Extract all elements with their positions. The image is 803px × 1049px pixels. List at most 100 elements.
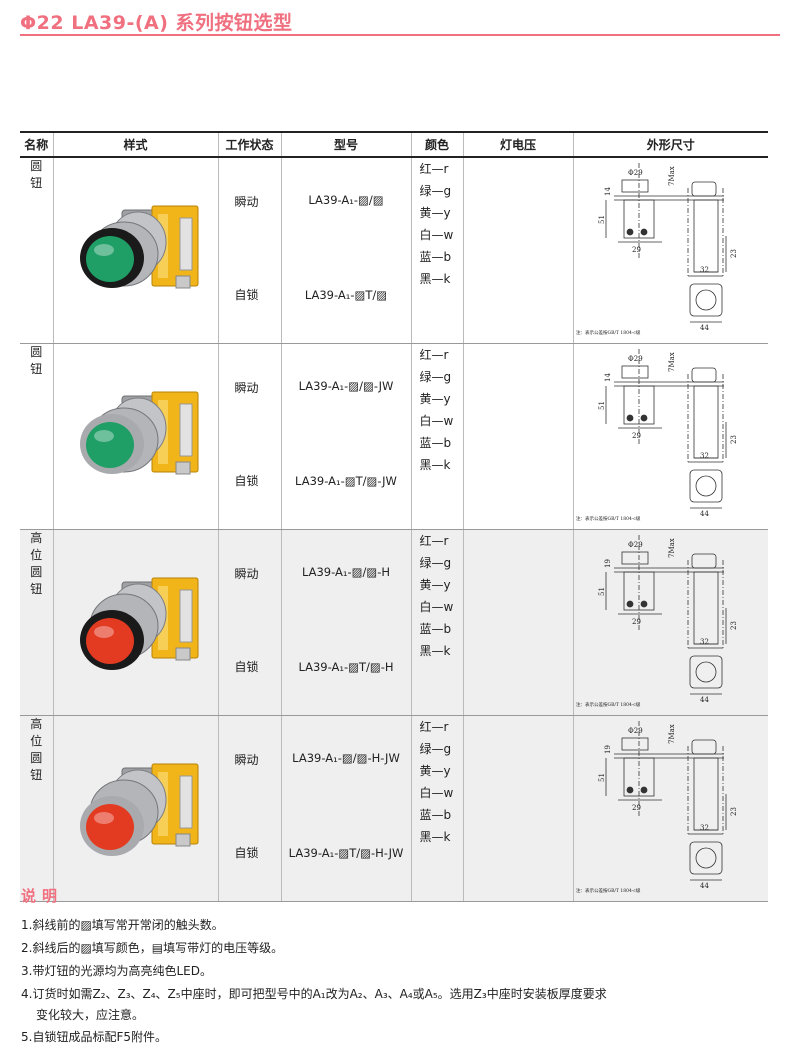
dim-label: 44 (700, 696, 709, 704)
color-code: 红—r (419, 534, 449, 548)
dim-tolerance-note: 注：表示公差按GB/T 1804-c级 (576, 701, 641, 708)
model-momentary: LA39-A₁-▨/▨-JW (298, 379, 394, 393)
color-code: 绿—g (419, 184, 452, 198)
color-code: 红—r (419, 162, 449, 176)
product-image-cell (52, 157, 218, 344)
dim-label: 44 (700, 510, 709, 518)
product-name: 圆钮 (30, 345, 43, 376)
dim-label: 51 (598, 401, 606, 410)
working-state-cell: 瞬动自锁 (217, 529, 281, 716)
dim-label: 32 (700, 452, 709, 460)
dim-label: 51 (598, 215, 606, 224)
header-name: 名称 (20, 131, 53, 158)
model-latching: LA39-A₁-▨T/▨ (304, 288, 388, 302)
product-name-cell: 高位圆钮 (20, 529, 53, 716)
dim-label: 19 (604, 745, 612, 754)
header-lamp-voltage: 灯电压 (462, 131, 573, 158)
dim-label: 14 (604, 187, 612, 196)
color-code: 红—r (419, 720, 449, 734)
color-code: 黄—y (419, 392, 451, 406)
color-code: 黑—k (419, 644, 451, 658)
color-code: 黑—k (419, 458, 451, 472)
state-momentary: 瞬动 (234, 195, 259, 209)
color-code: 蓝—b (419, 436, 452, 450)
color-code: 黑—k (419, 830, 451, 844)
dim-tolerance-note: 注：表示公差按GB/T 1804-c级 (576, 887, 641, 894)
working-state-cell: 瞬动自锁 (217, 157, 281, 344)
dim-label: 7Max (668, 352, 676, 372)
model-cell: LA39-A₁-▨/▨ LA39-A₁-▨T/▨ (280, 157, 411, 344)
color-code: 白—w (419, 600, 454, 614)
header-style: 样式 (52, 131, 218, 158)
push-button-image (79, 391, 198, 475)
product-image-cell (52, 343, 218, 530)
state-momentary: 瞬动 (234, 753, 259, 767)
product-name-cell: 高位圆钮 (20, 715, 53, 902)
note-item: 5.自锁钮成品标配F5附件。 (21, 1030, 167, 1044)
product-image-cell (52, 715, 218, 902)
dim-label: 29 (632, 618, 641, 626)
dim-label: 19 (604, 559, 612, 568)
push-button-image (79, 577, 198, 670)
product-name-cell: 圆钮 (20, 157, 53, 344)
working-state-cell: 瞬动自锁 (217, 343, 281, 530)
page-title: Φ22 LA39-(A) 系列按钮选型 (20, 12, 293, 34)
model-cell: LA39-A₁-▨/▨-JW LA39-A₁-▨T/▨-JW (280, 343, 411, 530)
state-latching: 自锁 (234, 846, 259, 860)
color-code: 蓝—b (419, 808, 452, 822)
model-momentary: LA39-A₁-▨/▨ (308, 193, 384, 207)
dim-label: Φ29 (628, 355, 643, 363)
note-item: 4.订货时如需Z₂、Z₃、Z₄、Z₅中座时，即可把型号中的A₁改为A₂、A₃、A… (21, 987, 607, 1001)
lamp-voltage-cell (462, 529, 573, 716)
dim-label: 51 (598, 587, 606, 596)
color-code: 黄—y (419, 764, 451, 778)
note-item: 1.斜线前的▨填写常开常闭的触头数。 (21, 918, 224, 932)
product-name: 高位圆钮 (30, 717, 43, 782)
model-latching: LA39-A₁-▨T/▨-JW (295, 474, 397, 488)
state-momentary: 瞬动 (234, 567, 259, 581)
dim-label: 7Max (668, 538, 676, 558)
push-button-image (79, 763, 198, 856)
color-code: 绿—g (419, 556, 452, 570)
dim-label: 51 (598, 773, 606, 782)
dim-label: 23 (730, 621, 738, 630)
dim-tolerance-note: 注：表示公差按GB/T 1804-c级 (576, 329, 641, 336)
color-code: 白—w (419, 228, 454, 242)
dim-label: Φ29 (628, 541, 643, 549)
state-latching: 自锁 (234, 660, 259, 674)
dim-label: 29 (632, 432, 641, 440)
header-dimensions: 外形尺寸 (572, 131, 768, 158)
state-latching: 自锁 (234, 474, 259, 488)
push-button-image (79, 205, 198, 289)
color-code: 绿—g (419, 742, 452, 756)
dim-label: Φ29 (628, 169, 643, 177)
title-divider (20, 34, 780, 36)
product-name-cell: 圆钮 (20, 343, 53, 530)
color-code: 蓝—b (419, 622, 452, 636)
dim-label: 32 (700, 824, 709, 832)
dim-label: 7Max (668, 166, 676, 186)
model-momentary: LA39-A₁-▨/▨-H (301, 565, 391, 579)
lamp-voltage-cell (462, 157, 573, 344)
notes-title: 说明 (21, 887, 64, 905)
header-state: 工作状态 (217, 131, 281, 158)
product-image-cell (52, 529, 218, 716)
lamp-voltage-cell (462, 343, 573, 530)
color-code: 白—w (419, 414, 454, 428)
working-state-cell: 瞬动自锁 (217, 715, 281, 902)
note-item: 3.带灯钮的光源均为高亮纯色LED。 (21, 964, 212, 978)
